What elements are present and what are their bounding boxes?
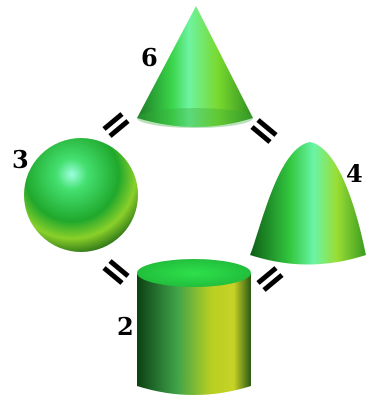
edge-cone-paraboloid xyxy=(250,118,278,144)
edge-cone-sphere xyxy=(102,112,130,138)
sphere-label: 3 xyxy=(12,145,29,174)
edge-sphere-cylinder xyxy=(102,259,130,285)
cylinder-label: 2 xyxy=(117,312,134,341)
sphere-shape xyxy=(24,138,138,252)
cone-shape xyxy=(137,6,253,128)
cylinder-shape xyxy=(137,259,251,395)
paraboloid-shape xyxy=(250,142,366,265)
paraboloid-label: 4 xyxy=(346,159,363,188)
cone-label: 6 xyxy=(141,43,158,72)
edge-paraboloid-cylinder xyxy=(256,266,284,292)
